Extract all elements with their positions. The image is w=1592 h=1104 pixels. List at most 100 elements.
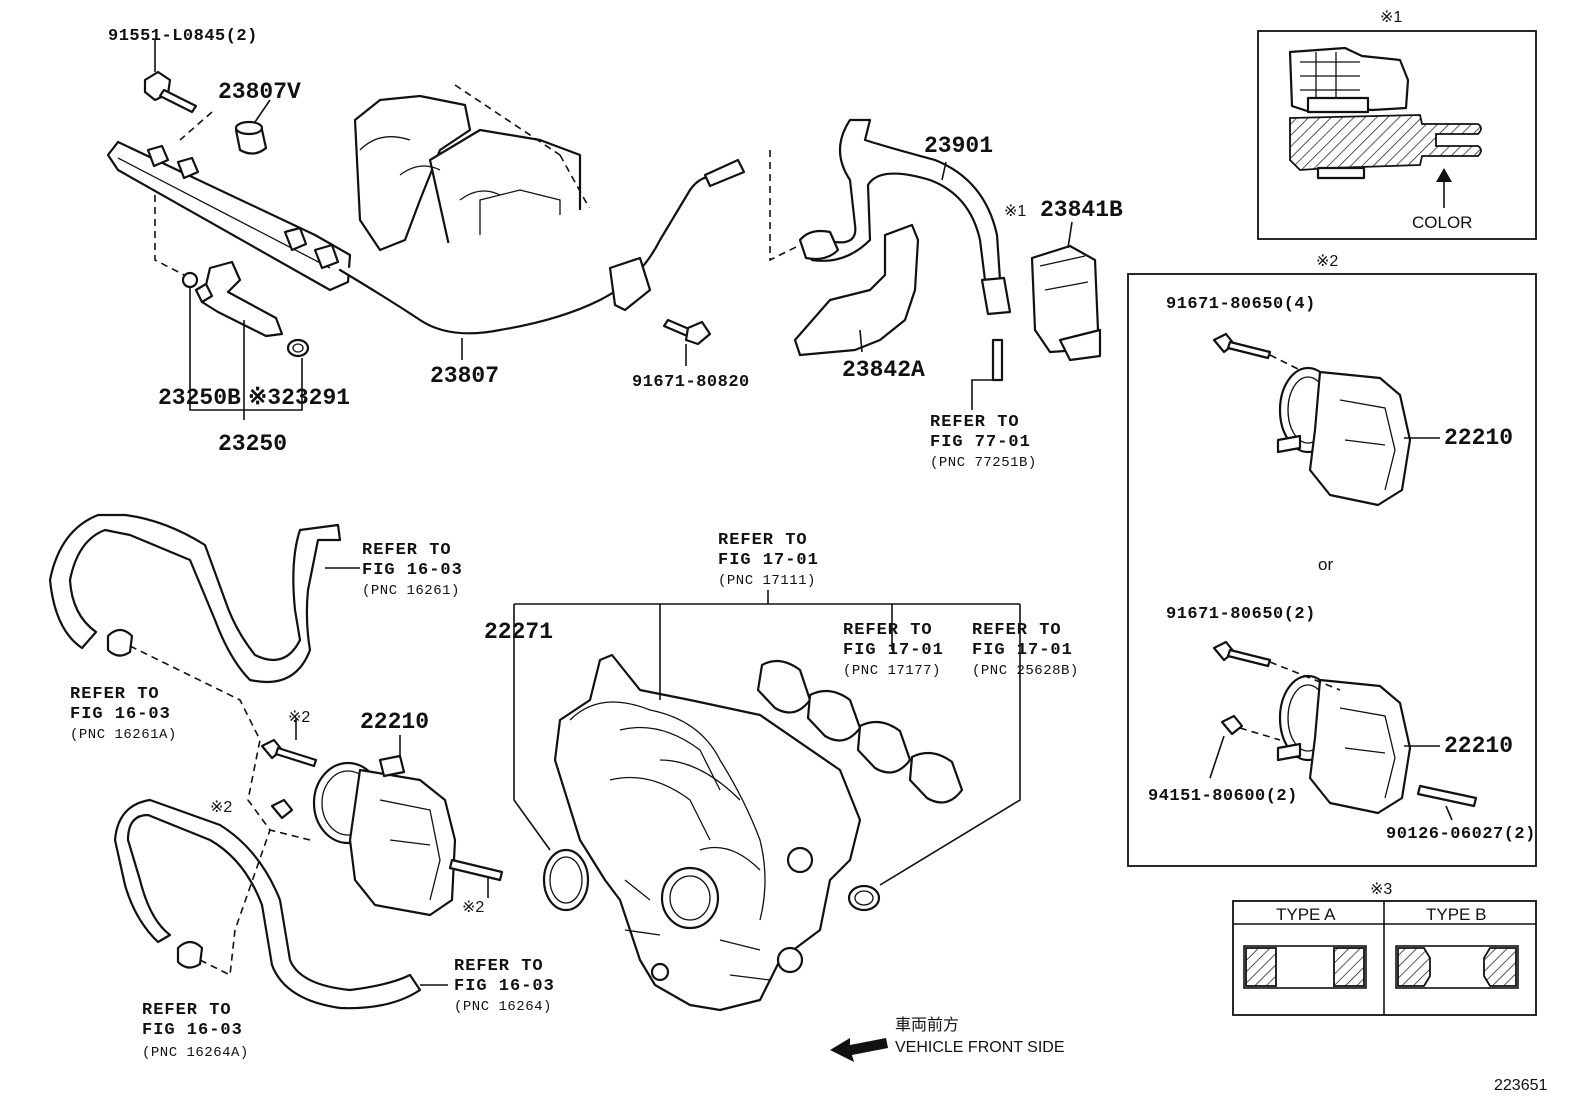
bolt-91671-80650-4-icon[interactable]: [1212, 332, 1272, 360]
leader-pipe-link: [769, 150, 801, 262]
figure-id: 223651: [1494, 1077, 1547, 1094]
ref-16264A-line1[interactable]: REFER TO: [142, 1001, 232, 1020]
ref-16261A-line1[interactable]: REFER TO: [70, 685, 160, 704]
leader-22271: [513, 640, 551, 851]
callout-91671-80820[interactable]: 91671-80820: [632, 373, 750, 392]
type-b-seal-icon: [1395, 945, 1519, 989]
ref-16261-line1[interactable]: REFER TO: [362, 541, 452, 560]
inset2-part-b[interactable]: 22210: [1444, 733, 1513, 759]
ref-17177-line2[interactable]: FIG 17-01: [843, 641, 944, 660]
ref-77-line1[interactable]: REFER TO: [930, 413, 1020, 432]
inset1-title: ※1: [1380, 9, 1402, 26]
inset-note1: [1257, 30, 1537, 240]
callout-23842A[interactable]: 23842A: [842, 357, 925, 383]
callout-note2-nut: ※2: [210, 799, 232, 816]
ref-17111-line2[interactable]: FIG 17-01: [718, 551, 819, 570]
inset3-type-b: TYPE B: [1426, 905, 1486, 924]
injector-23250-icon[interactable]: [194, 260, 284, 338]
ref-16261-pnc: (PNC 16261): [362, 583, 460, 599]
leader-16264A: [199, 829, 271, 977]
ref-25628B-line2[interactable]: FIG 17-01: [972, 641, 1073, 660]
nut-94151-80600-icon[interactable]: [1220, 714, 1244, 736]
leader-77251B: [971, 379, 997, 410]
hose-clip-16261A-icon[interactable]: [106, 628, 134, 657]
bolt-91551-icon[interactable]: [143, 70, 198, 114]
callout-23250B[interactable]: 23250B: [158, 385, 241, 411]
ref-17111-line1[interactable]: REFER TO: [718, 531, 808, 550]
vacuum-hose-23901[interactable]: [798, 118, 1012, 316]
front-direction-arrow-icon: [830, 1038, 888, 1062]
hose-clip-16264A-icon[interactable]: [176, 940, 204, 969]
ref-17177-line1[interactable]: REFER TO: [843, 621, 933, 640]
leader-16261A: [129, 645, 311, 841]
ref-17111-pnc: (PNC 17111): [718, 573, 816, 589]
collar-23807V-icon[interactable]: [234, 120, 268, 155]
gasket-17177-icon[interactable]: [756, 659, 964, 804]
inset1-color-label: COLOR: [1412, 213, 1472, 232]
ref-17177-pnc: (PNC 17177): [843, 663, 941, 679]
label-leaders: [154, 40, 1073, 986]
fuel-pipe-23807[interactable]: [338, 168, 742, 335]
inset2-bolt-a[interactable]: 91671-80650(4): [1166, 295, 1316, 314]
callout-note2-stud: ※2: [462, 899, 484, 916]
stud-90126-06027-icon[interactable]: [1416, 784, 1478, 808]
callout-note2-bolt: ※2: [288, 709, 310, 726]
gasket-25628B-icon[interactable]: [847, 884, 881, 912]
bolt-91671-80650-2-icon[interactable]: [1212, 640, 1272, 668]
callout-22210-main[interactable]: 22210: [360, 709, 429, 735]
inset2-part-a[interactable]: 22210: [1444, 425, 1513, 451]
leader-lower-labels: [1209, 735, 1453, 821]
ref-16264-line2[interactable]: FIG 16-03: [454, 977, 555, 996]
ref-16261A-pnc: (PNC 16261A): [70, 727, 177, 743]
refer-tube-77251B: [991, 338, 1004, 382]
inset3-type-a: TYPE A: [1276, 905, 1336, 924]
ref-25628B-pnc: (PNC 25628B): [972, 663, 1079, 679]
bolt-91671-80820-icon[interactable]: [662, 318, 712, 346]
nut-note2-icon[interactable]: [270, 798, 294, 820]
ref-25628B-line1[interactable]: REFER TO: [972, 621, 1062, 640]
callout-23841B-note: ※1: [1004, 203, 1026, 220]
callout-23250[interactable]: 23250: [218, 431, 287, 457]
ref-77-line2[interactable]: FIG 77-01: [930, 433, 1031, 452]
inset2-title: ※2: [1316, 253, 1338, 270]
water-hose-lower[interactable]: [113, 798, 422, 1010]
water-hose-upper[interactable]: [48, 513, 342, 684]
callout-91551[interactable]: 91551-L0845(2): [108, 27, 258, 46]
ref-16261-line2[interactable]: FIG 16-03: [362, 561, 463, 580]
direction-en: VEHICLE FRONT SIDE: [895, 1039, 1065, 1056]
ref-16264-pnc: (PNC 16264): [454, 999, 552, 1015]
gasket-22271-icon[interactable]: [542, 848, 590, 912]
ref-16264-line1[interactable]: REFER TO: [454, 957, 544, 976]
callout-23807V[interactable]: 23807V: [218, 79, 301, 105]
callout-23841B[interactable]: 23841B: [1040, 197, 1123, 223]
inset2-bolt-b[interactable]: 91671-80650(2): [1166, 605, 1316, 624]
inset-note2: [1127, 273, 1537, 867]
callout-23901[interactable]: 23901: [924, 133, 993, 159]
direction-jp: 車両前方: [895, 1016, 959, 1034]
bolt-note2-icon[interactable]: [260, 738, 318, 768]
throttle-body-22210-b[interactable]: [1276, 674, 1412, 815]
vsv-23841B-icon[interactable]: [1030, 244, 1102, 362]
pipe-clamp-icon: [608, 256, 652, 312]
callout-23291[interactable]: ※323291: [248, 385, 350, 411]
throttle-body-22210-a[interactable]: [1276, 366, 1412, 507]
inset2-stud[interactable]: 90126-06027(2): [1386, 825, 1536, 844]
inset2-or: or: [1318, 555, 1333, 574]
hose-23842A[interactable]: [793, 223, 920, 357]
fuel-delivery-pipe[interactable]: [106, 140, 352, 292]
fuel-pipe-end-icon: [703, 158, 746, 188]
ref-16264A-line2[interactable]: FIG 16-03: [142, 1021, 243, 1040]
callout-23807[interactable]: 23807: [430, 363, 499, 389]
leader-lower-parts: [1239, 661, 1341, 741]
o-ring-23250B-icon[interactable]: [181, 271, 199, 289]
intake-manifold: [553, 653, 862, 1012]
seal-23291-icon[interactable]: [286, 338, 310, 358]
leader-fuel-rail: [154, 111, 213, 279]
inset2-nut[interactable]: 94151-80600(2): [1148, 787, 1298, 806]
throttle-body-22210[interactable]: [312, 754, 457, 917]
callout-22271[interactable]: 22271: [484, 619, 553, 645]
ref-16261A-line2[interactable]: FIG 16-03: [70, 705, 171, 724]
stud-note2-icon[interactable]: [448, 858, 504, 898]
